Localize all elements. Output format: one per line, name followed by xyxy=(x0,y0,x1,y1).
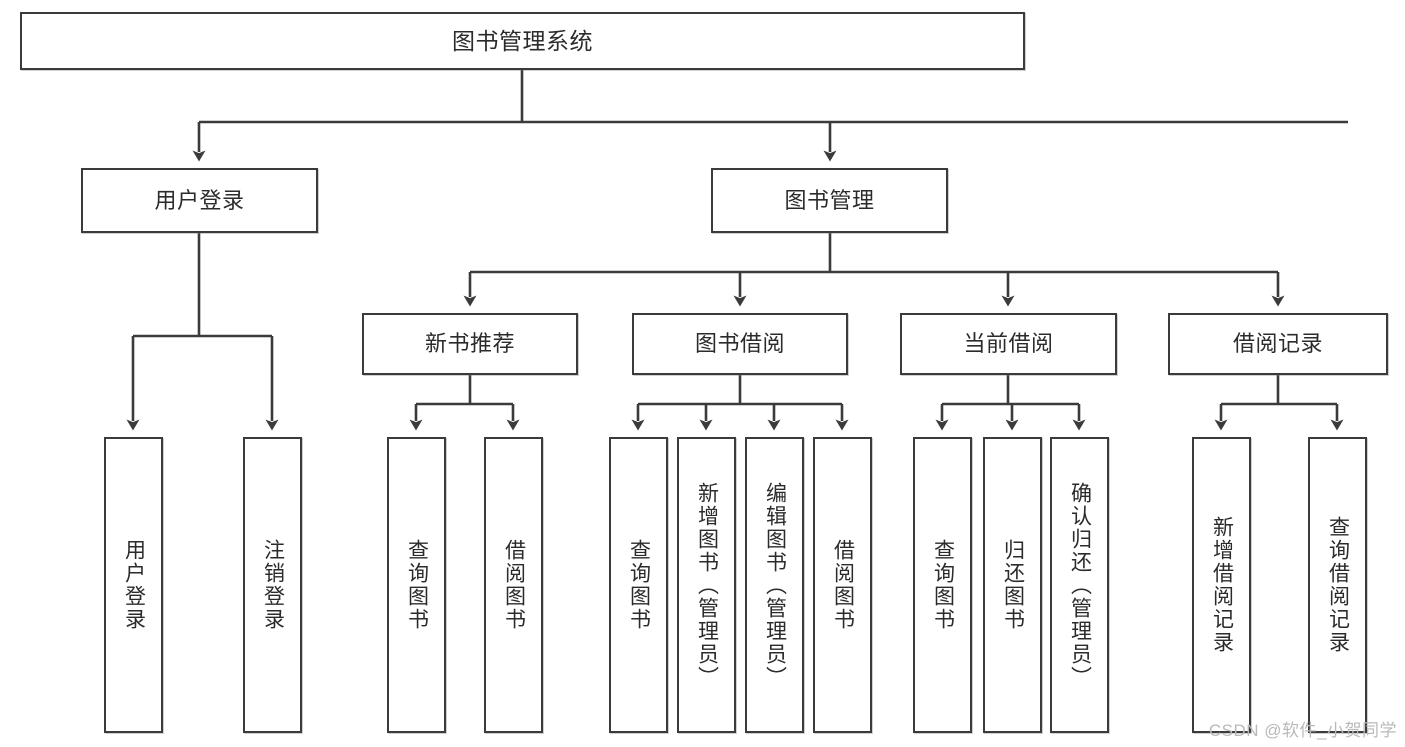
node-user-login-label: 用户登录 xyxy=(154,187,245,213)
leaf-node[interactable]: 归还图书 xyxy=(983,437,1042,733)
node-user-login[interactable]: 用户登录 xyxy=(81,168,318,233)
node-book-borrowing-label: 图书借阅 xyxy=(694,331,785,356)
watermark: CSDN @软件_小贺同学 xyxy=(1208,721,1397,740)
node-borrow-records-label: 借阅记录 xyxy=(1232,331,1323,356)
leaf-node-label: 用户登录 xyxy=(122,539,146,631)
leaf-node[interactable]: 借阅图书 xyxy=(484,437,543,733)
leaf-node[interactable]: 注销登录 xyxy=(243,437,302,733)
leaf-node[interactable]: 查询图书 xyxy=(387,437,446,733)
node-book-borrowing[interactable]: 图书借阅 xyxy=(632,313,848,375)
leaf-node-label: 借阅图书 xyxy=(502,539,526,631)
node-borrow-records[interactable]: 借阅记录 xyxy=(1168,313,1388,375)
leaf-node[interactable]: 用户登录 xyxy=(104,437,163,733)
leaf-node-label: 归还图书 xyxy=(1001,539,1025,631)
node-current-borrowing-label: 当前借阅 xyxy=(963,331,1054,356)
leaf-node-label: 编辑图书（管理员） xyxy=(763,481,787,689)
node-current-borrowing[interactable]: 当前借阅 xyxy=(900,313,1117,375)
leaf-node-label: 查询图书 xyxy=(405,539,429,631)
node-book-management[interactable]: 图书管理 xyxy=(711,168,948,233)
leaf-node[interactable]: 新增借阅记录 xyxy=(1192,437,1251,733)
leaf-node-label: 查询图书 xyxy=(627,539,651,631)
leaf-node[interactable]: 确认归还（管理员） xyxy=(1050,437,1109,733)
leaf-node[interactable]: 查询图书 xyxy=(913,437,972,733)
leaf-node-label: 查询图书 xyxy=(931,539,955,631)
leaf-node-label: 新增借阅记录 xyxy=(1210,516,1234,654)
leaf-node[interactable]: 查询图书 xyxy=(609,437,668,733)
leaf-node-label: 借阅图书 xyxy=(831,539,855,631)
node-book-management-label: 图书管理 xyxy=(784,187,875,213)
leaf-node-label: 新增图书（管理员） xyxy=(695,481,719,689)
leaf-node-label: 确认归还（管理员） xyxy=(1068,481,1092,689)
node-root[interactable]: 图书管理系统 xyxy=(20,12,1025,70)
node-root-label: 图书管理系统 xyxy=(452,27,593,54)
leaf-node-label: 注销登录 xyxy=(261,539,285,631)
leaf-node-label: 查询借阅记录 xyxy=(1326,516,1350,654)
leaf-node[interactable]: 查询借阅记录 xyxy=(1308,437,1367,733)
node-new-book-recommendation-label: 新书推荐 xyxy=(424,331,515,356)
leaf-node[interactable]: 新增图书（管理员） xyxy=(677,437,736,733)
node-new-book-recommendation[interactable]: 新书推荐 xyxy=(362,313,578,375)
leaf-node[interactable]: 借阅图书 xyxy=(813,437,872,733)
leaf-node[interactable]: 编辑图书（管理员） xyxy=(745,437,804,733)
